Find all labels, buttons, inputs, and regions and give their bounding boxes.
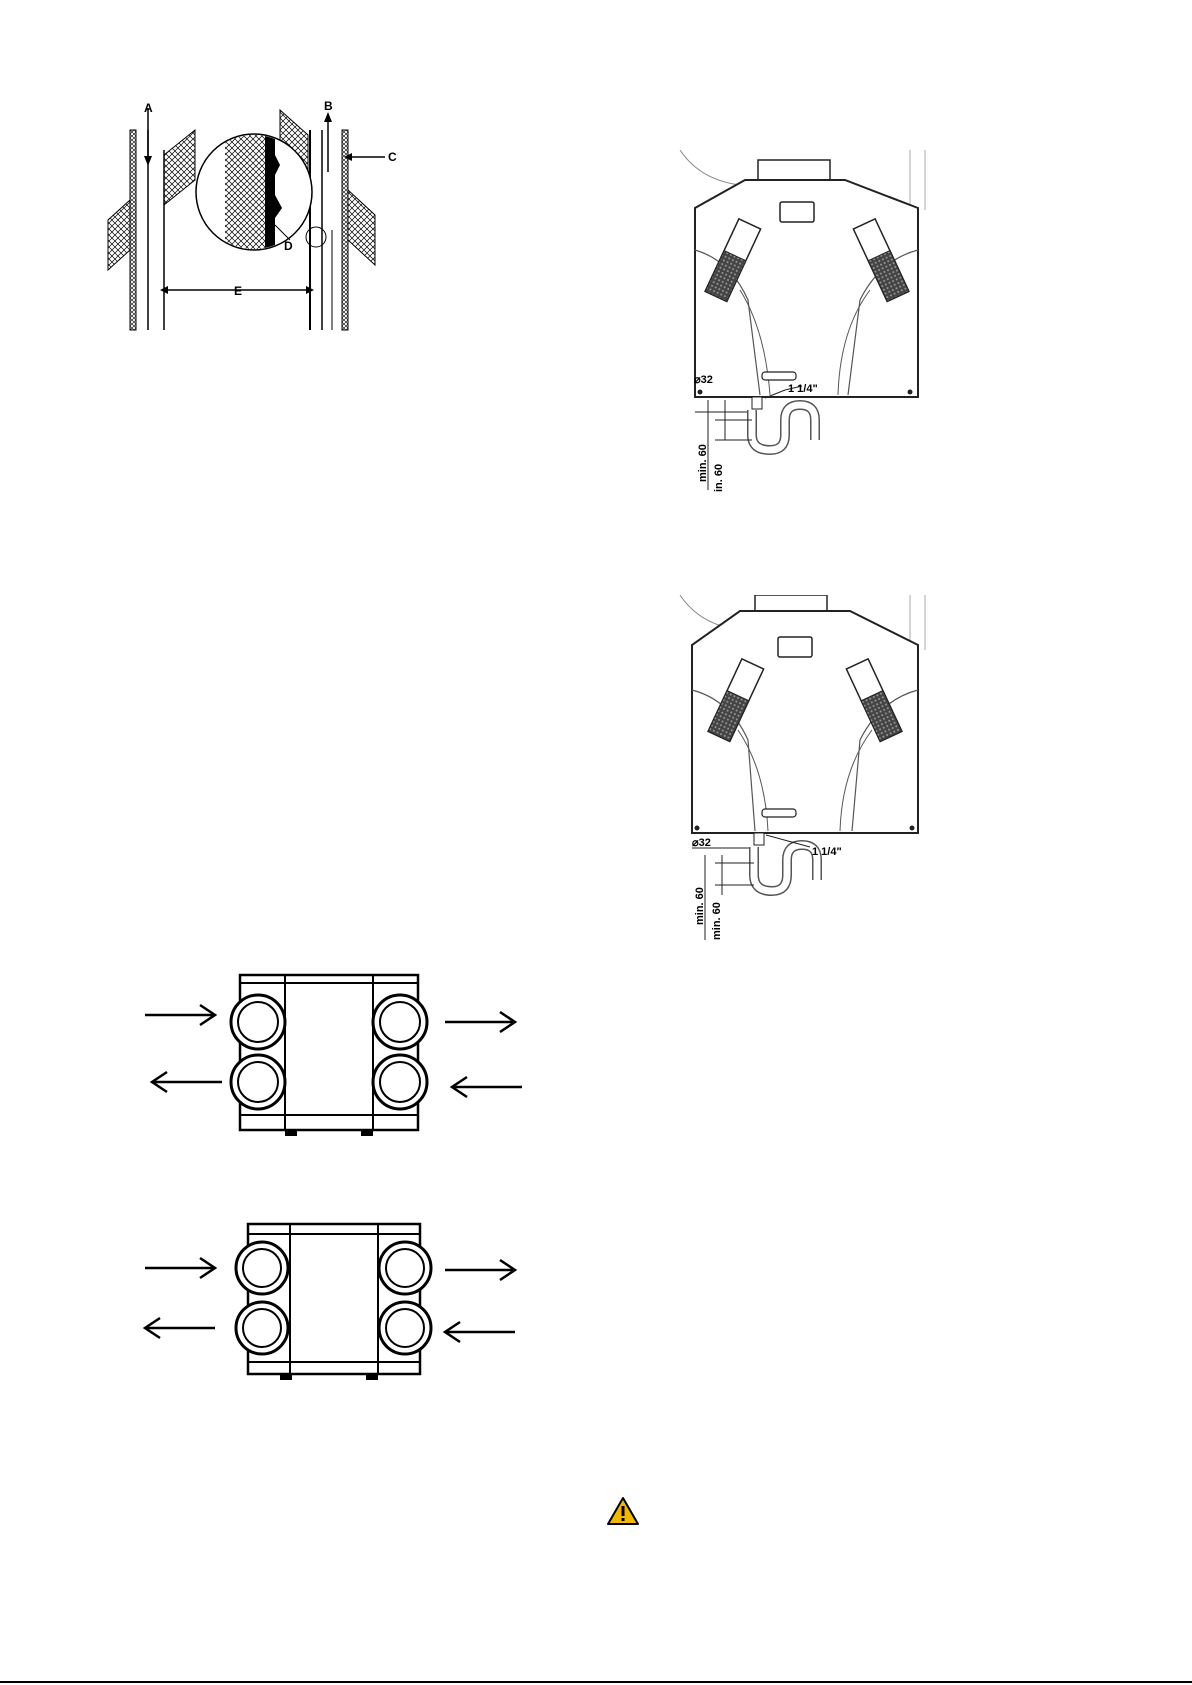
arrow-in-right (452, 1077, 522, 1097)
left-insulation (108, 200, 130, 270)
label-a: A (144, 101, 153, 115)
condensate-drain-diagram-top: 1 1/4" ⌀32 min. 60 in. 60 (670, 150, 950, 530)
thread-label: 1 1/4" (812, 846, 842, 858)
diameter-label: ⌀32 (694, 374, 713, 386)
height-label-1: min. 60 (697, 444, 709, 482)
arrow-out-left (152, 1072, 222, 1092)
label-c: C (388, 150, 397, 164)
condensate-drain-diagram-bottom: 1 1/4" ⌀32 min. 60 min. 60 (670, 595, 950, 980)
right-insulation-lower (348, 190, 375, 265)
height-label-2: in. 60 (713, 464, 725, 492)
right-duct-wall (342, 130, 348, 330)
arrow-in-left (145, 1005, 215, 1025)
label-e: E (234, 284, 242, 298)
airflow-unit-diagram-2 (130, 1212, 530, 1387)
label-b: B (324, 100, 333, 113)
diameter-label: ⌀32 (692, 837, 711, 849)
warning-triangle-icon (606, 1496, 640, 1526)
duct-wall-diagram: A B C D E (100, 100, 440, 335)
left-duct-wall (130, 130, 136, 330)
arrow-in-left (145, 1258, 215, 1278)
arrow-out-left (145, 1318, 215, 1338)
airflow-unit-diagram-1 (130, 965, 530, 1150)
footer-rule (0, 1681, 1192, 1683)
thread-label: 1 1/4" (788, 383, 818, 395)
height-label-2: min. 60 (711, 902, 723, 940)
arrow-out-right (445, 1012, 515, 1032)
left-insulation-upper (164, 130, 195, 205)
label-d: D (284, 239, 293, 253)
arrow-out-right (445, 1260, 515, 1280)
arrow-in-right (445, 1322, 515, 1342)
height-label-1: min. 60 (694, 887, 706, 925)
